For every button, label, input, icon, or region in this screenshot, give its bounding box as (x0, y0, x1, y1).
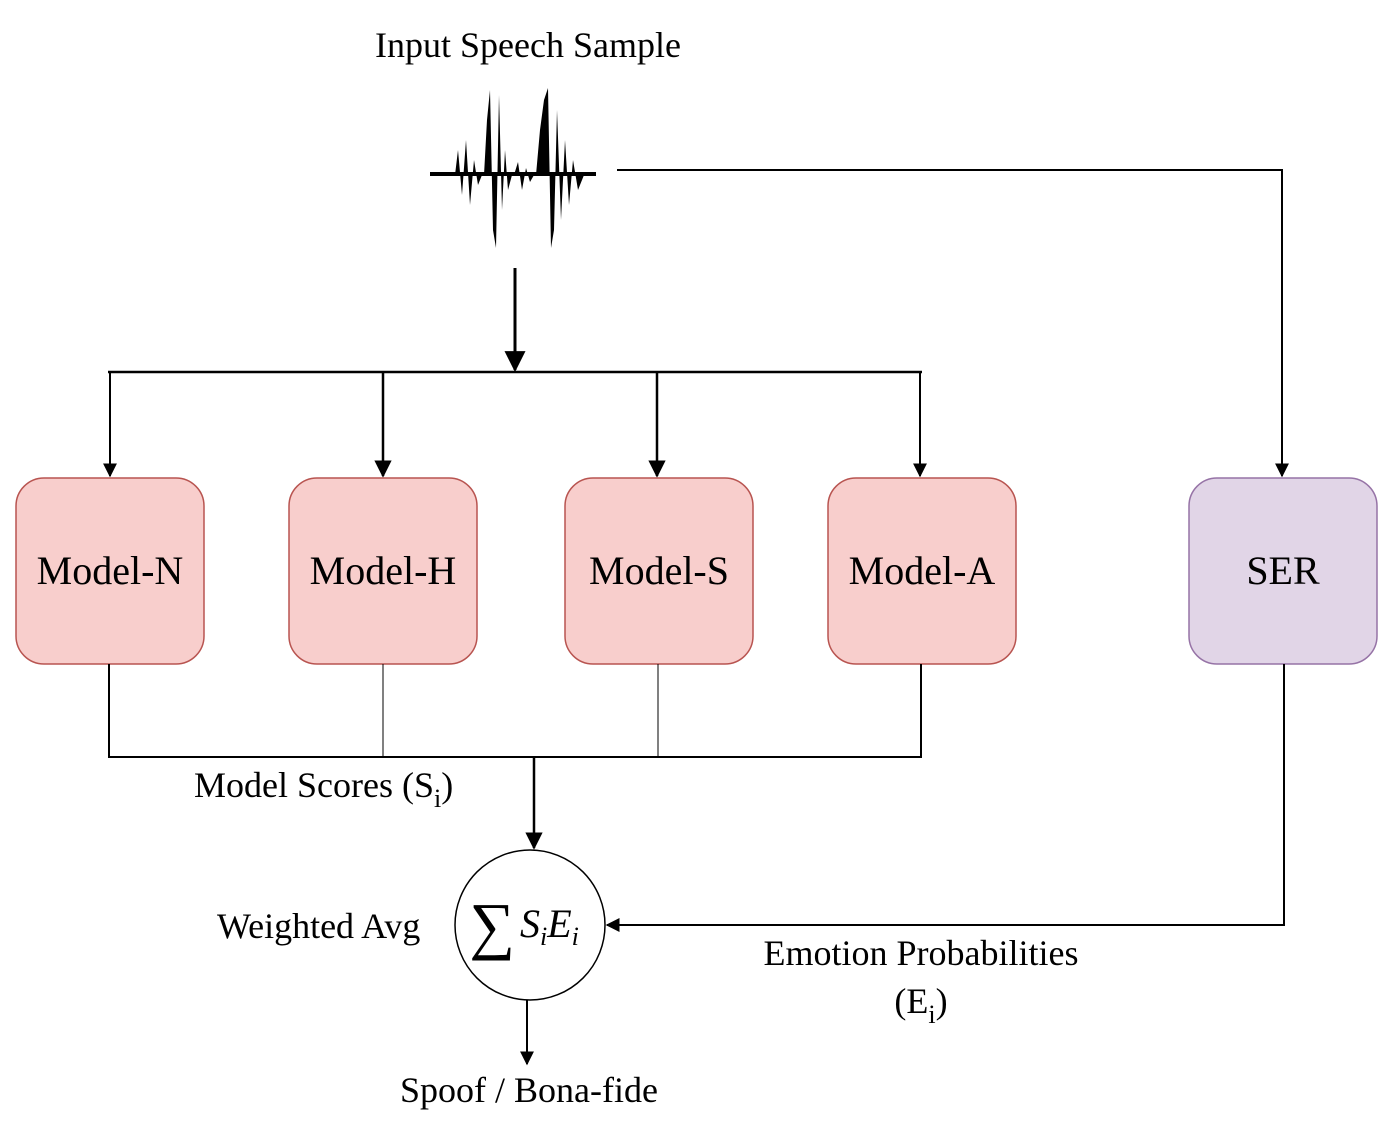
model-n-box: Model-N (15, 477, 205, 665)
model-s-box: Model-S (564, 477, 754, 665)
sum-icon: ∑ (469, 890, 515, 961)
model-a-label: Model-A (849, 548, 996, 593)
model-a-box: Model-A (827, 477, 1017, 665)
model-h-label: Model-H (310, 548, 457, 593)
ser-box: SER (1188, 477, 1378, 665)
weighted-sum-node: ∑ SiEi (454, 849, 606, 1001)
input-title: Input Speech Sample (375, 25, 681, 65)
score-collector-lines (108, 664, 922, 758)
formula-text: SiEi (520, 901, 579, 951)
model-n-label: Model-N (37, 548, 184, 593)
model-s-label: Model-S (589, 548, 729, 593)
emotion-probabilities-symbol: (Ei) (894, 981, 947, 1029)
output-label: Spoof / Bona-fide (400, 1070, 658, 1110)
model-h-box: Model-H (288, 477, 478, 665)
waveform-icon (430, 88, 596, 248)
model-scores-label: Model Scores (Si) (194, 765, 453, 813)
ser-label: SER (1246, 548, 1320, 593)
weighted-avg-label: Weighted Avg (217, 906, 420, 946)
input-to-ser-arrow (617, 169, 1289, 478)
ser-to-sum-arrow (605, 664, 1285, 932)
emotion-probabilities-label: Emotion Probabilities (764, 933, 1079, 973)
